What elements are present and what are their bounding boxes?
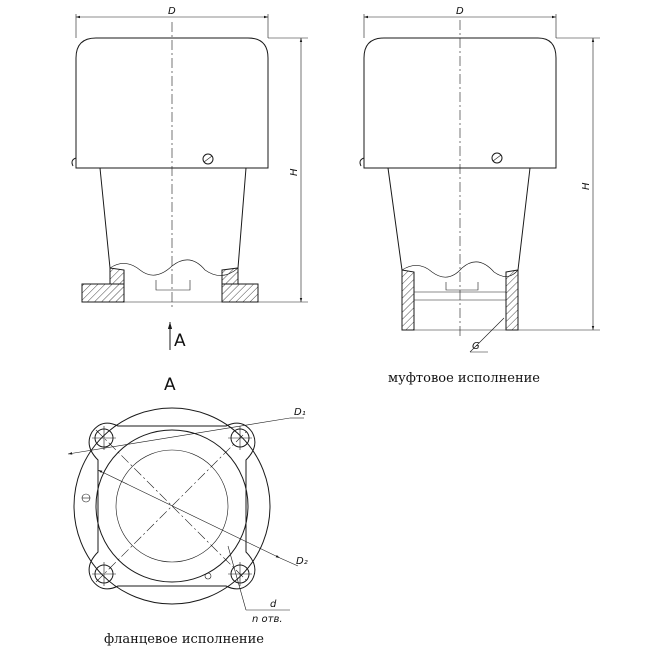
flange-version-side-view: [71, 22, 269, 310]
flange-version-caption: фланцевое исполнение: [104, 632, 264, 647]
view-title: A: [164, 375, 176, 395]
right-dimensions: D H: [363, 6, 600, 331]
thread-label: G: [472, 341, 480, 352]
hole-count-label: n отв.: [252, 614, 283, 625]
hole-diameter-label: d: [270, 599, 277, 610]
diameter-label-right: D: [456, 6, 464, 17]
flange-plan-view: D₁ D₂ d n отв.: [67, 407, 308, 625]
height-label-left: H: [289, 168, 300, 176]
bolt-circle-label: D₁: [294, 407, 306, 418]
view-arrow-label: A: [174, 331, 186, 351]
coupling-version-side-view: G: [359, 20, 557, 353]
coupling-version-caption: муфтовое исполнение: [388, 371, 540, 386]
flange-diameter-label: D₂: [296, 556, 308, 567]
left-dimensions: D H A: [75, 6, 308, 351]
diameter-label-left: D: [168, 6, 176, 17]
height-label-right: H: [581, 182, 592, 190]
